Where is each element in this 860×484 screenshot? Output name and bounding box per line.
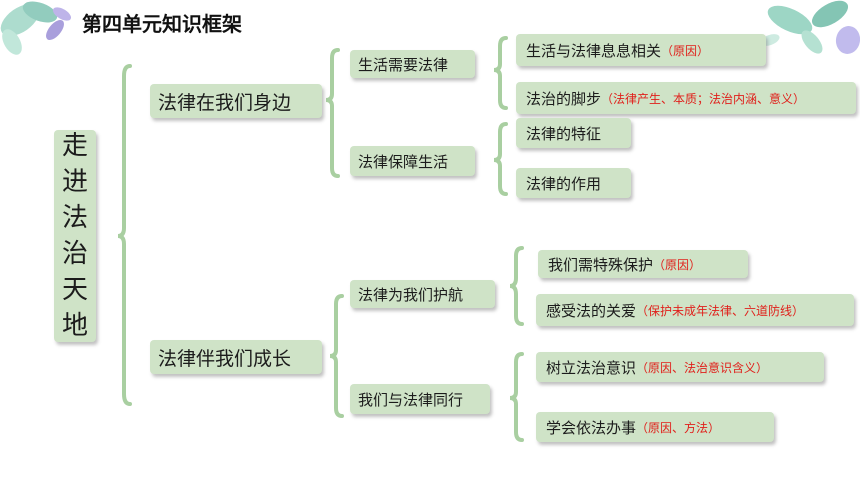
root-char: 进 <box>61 167 88 197</box>
brace-level1-b <box>329 294 344 418</box>
node-label: 我们与法律同行 <box>358 390 464 409</box>
node-label: 树立法治意识 <box>546 358 637 377</box>
node-note: （原因、方法） <box>636 420 721 435</box>
level1-node: 法律伴我们成长 <box>150 340 322 374</box>
brace-level2-b <box>493 122 508 196</box>
brace-level2-c <box>509 246 524 326</box>
node-label: 法律为我们护航 <box>358 285 464 304</box>
root-char: 法 <box>61 203 88 233</box>
level2-node: 我们与法律同行 <box>350 384 490 414</box>
level3-node: 树立法治意识 （原因、法治意识含义） <box>536 352 824 382</box>
brace-level1-a <box>325 48 340 178</box>
level3-node: 感受法的关爱 （保护未成年法律、六道防线） <box>536 294 854 326</box>
node-label: 法律的作用 <box>526 174 602 193</box>
root-node: 走 进 法 治 天 地 <box>54 130 96 342</box>
node-label: 生活与法律息息相关 <box>526 41 662 60</box>
level2-node: 生活需要法律 <box>350 50 475 78</box>
brace-root <box>117 64 132 406</box>
node-note: （保护未成年法律、六道防线） <box>636 303 805 318</box>
level3-node: 生活与法律息息相关 （原因） <box>516 34 766 66</box>
page-title: 第四单元知识框架 <box>82 12 242 36</box>
node-label: 法律的特征 <box>526 124 602 143</box>
root-char: 地 <box>61 311 88 341</box>
root-char: 走 <box>61 131 88 161</box>
level3-node: 学会依法办事 （原因、方法） <box>536 412 774 442</box>
level3-node: 法律的特征 <box>516 118 631 148</box>
node-label: 学会依法办事 <box>546 418 637 437</box>
node-label: 法律保障生活 <box>358 152 449 171</box>
node-label: 法律在我们身边 <box>158 91 292 114</box>
level1-node: 法律在我们身边 <box>150 84 322 118</box>
level3-node: 法治的脚步 （法律产生、本质；法治内涵、意义） <box>516 82 856 114</box>
node-label: 感受法的关爱 <box>546 301 637 320</box>
root-char: 天 <box>61 275 88 305</box>
node-label: 生活需要法律 <box>358 55 449 74</box>
level3-node: 法律的作用 <box>516 168 631 198</box>
node-note: （原因、法治意识含义） <box>636 360 769 375</box>
level2-node: 法律保障生活 <box>350 146 475 176</box>
node-note: （原因） <box>661 43 710 58</box>
node-note: （法律产生、本质；法治内涵、意义） <box>601 91 806 106</box>
leaf-decoration-right <box>760 0 860 54</box>
root-char: 治 <box>61 239 88 269</box>
leaf-decoration-left <box>0 1 72 55</box>
node-label: 法治的脚步 <box>526 89 602 108</box>
brace-level2-a <box>493 36 508 110</box>
brace-level2-d <box>509 352 524 442</box>
level2-node: 法律为我们护航 <box>350 280 495 308</box>
node-label: 我们需特殊保护 <box>548 255 654 274</box>
level3-node: 我们需特殊保护 （原因） <box>538 250 748 278</box>
node-note: （原因） <box>653 257 702 272</box>
node-label: 法律伴我们成长 <box>158 347 292 370</box>
